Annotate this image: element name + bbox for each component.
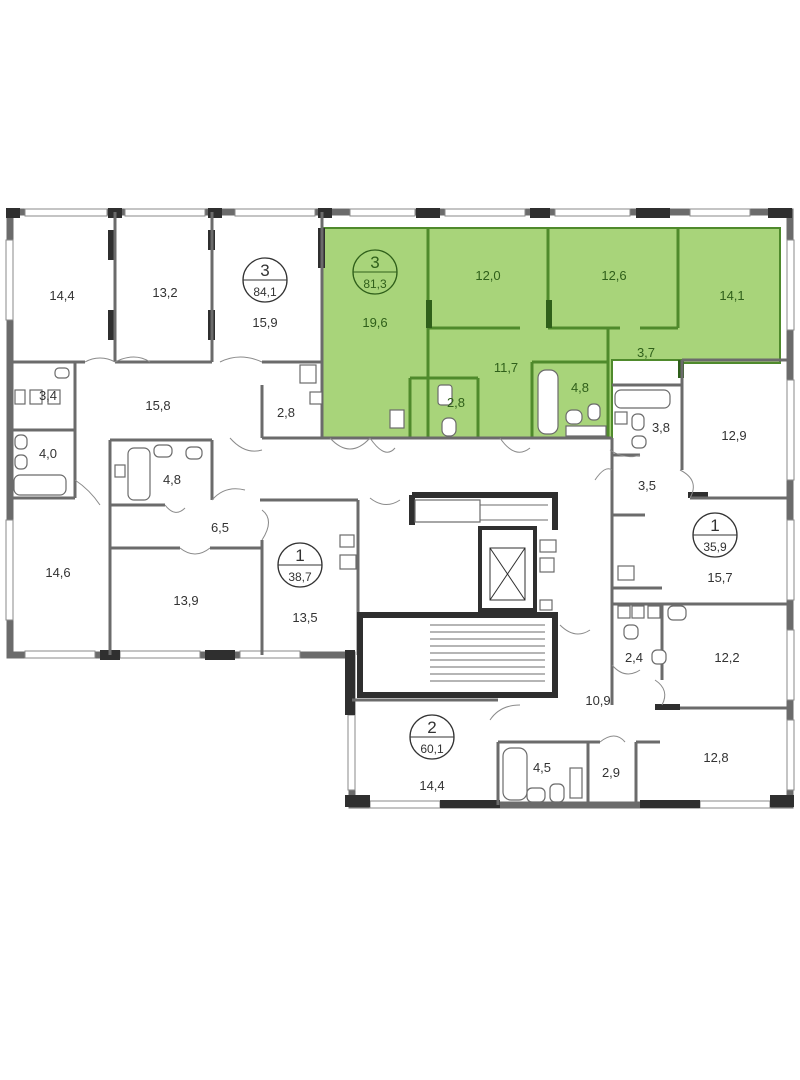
badge-rooms: 1: [710, 516, 719, 535]
badge-total: 38,7: [288, 570, 312, 584]
room-area: 4,8: [571, 380, 589, 395]
room-area: 3,5: [638, 478, 656, 493]
room-area: 2,4: [625, 650, 643, 665]
room-area: 15,9: [252, 315, 277, 330]
badge-rooms: 3: [370, 253, 379, 272]
room-area: 12,9: [721, 428, 746, 443]
room-area: 10,9: [585, 693, 610, 708]
room-area: 15,7: [707, 570, 732, 585]
room-area: 2,8: [447, 395, 465, 410]
apartment-badge-highlighted[interactable]: 3 81,3: [352, 249, 398, 295]
room-area: 2,9: [602, 765, 620, 780]
room-area: 3,4: [39, 388, 57, 403]
room-area: 12,0: [475, 268, 500, 283]
room-area: 14,1: [719, 288, 744, 303]
room-areas: 14,4 13,2 15,9 3,4 15,8 2,8 4,0 4,8 6,5 …: [39, 268, 747, 793]
badge-total: 60,1: [420, 742, 444, 756]
room-area: 14,6: [45, 565, 70, 580]
badge-rooms: 2: [427, 718, 436, 737]
badge-total: 35,9: [703, 540, 727, 554]
room-area: 14,4: [49, 288, 74, 303]
room-area: 2,8: [277, 405, 295, 420]
room-area: 13,9: [173, 593, 198, 608]
apartment-badge[interactable]: 3 84,1: [242, 257, 288, 303]
room-area: 13,5: [292, 610, 317, 625]
room-area: 3,8: [652, 420, 670, 435]
room-area: 12,8: [703, 750, 728, 765]
windows: [5, 208, 795, 809]
room-area: 4,8: [163, 472, 181, 487]
room-area: 15,8: [145, 398, 170, 413]
badge-total: 84,1: [253, 285, 277, 299]
room-area: 19,6: [362, 315, 387, 330]
room-area: 3,7: [637, 345, 655, 360]
doors: [74, 356, 694, 743]
room-area: 12,2: [714, 650, 739, 665]
apartment-badge[interactable]: 1 35,9: [692, 512, 738, 558]
interior-walls: [10, 212, 790, 805]
room-area: 13,2: [152, 285, 177, 300]
room-area: 14,4: [419, 778, 444, 793]
badge-total: 81,3: [363, 277, 387, 291]
apartment-badge[interactable]: 2 60,1: [409, 714, 455, 760]
badge-rooms: 3: [260, 261, 269, 280]
highlighted-apartment[interactable]: [321, 227, 781, 439]
room-area: 11,7: [494, 360, 518, 375]
badge-rooms: 1: [295, 546, 304, 565]
fixtures: [13, 364, 687, 803]
room-area: 4,0: [39, 446, 57, 461]
apartment-badge[interactable]: 1 38,7: [277, 542, 323, 588]
stair-core: [357, 492, 558, 698]
room-area: 12,6: [601, 268, 626, 283]
room-area: 4,5: [533, 760, 551, 775]
room-area: 6,5: [211, 520, 229, 535]
